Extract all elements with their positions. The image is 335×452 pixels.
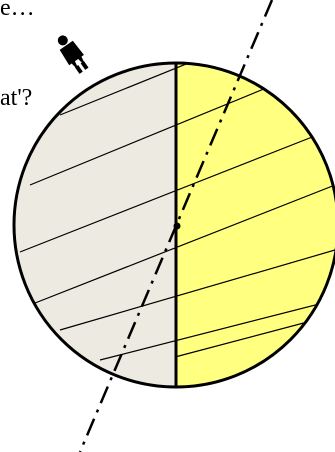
- person-silhouette-icon: [53, 31, 92, 76]
- axis-center-dot: [174, 223, 181, 230]
